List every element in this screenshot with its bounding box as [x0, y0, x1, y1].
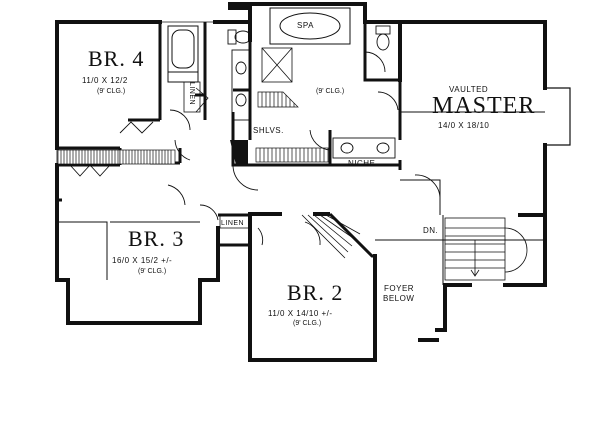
master-title: MASTER [432, 93, 536, 119]
master-bath-ceiling: (9' CLG.) [316, 88, 345, 95]
bath-shelves [255, 91, 331, 163]
toilets [227, 25, 391, 51]
shower [261, 47, 293, 83]
linen-hall-label: LINEN [221, 220, 245, 227]
br4-title: BR. 4 [88, 46, 145, 71]
niche-label: NICHE [348, 159, 376, 168]
solid-walls [228, 2, 248, 165]
br4-dimensions: 11/0 X 12/2 [82, 76, 128, 85]
stair-down-label: DN. [423, 226, 439, 235]
br2-dimensions: 11/0 X 14/10 +/- [268, 309, 333, 318]
foyer-below-label: BELOW [383, 294, 415, 303]
br2-ceiling: (9' CLG.) [293, 320, 322, 327]
vanity-sinks [231, 49, 396, 159]
master-dimensions: 14/0 X 18/10 [438, 121, 490, 130]
foyer-label: FOYER [384, 284, 415, 293]
spa-tub [269, 7, 351, 45]
door-swings [69, 51, 441, 246]
linen-top-label: LINEN [188, 81, 196, 106]
stair [301, 214, 528, 281]
br3-title: BR. 3 [128, 226, 185, 251]
br4-closet-shelf [57, 149, 176, 165]
br3-dimensions: 16/0 X 15/2 +/- [112, 256, 173, 265]
thin-lines [58, 111, 545, 285]
br4-ceiling: (9' CLG.) [97, 88, 126, 95]
master-vaulted-label: VAULTED [449, 85, 489, 94]
shelves-label: SHLVS. [253, 126, 284, 135]
bathtub [167, 25, 199, 83]
spa-label: SPA [297, 21, 314, 30]
br3-ceiling: (9' CLG.) [138, 268, 167, 275]
windows [56, 21, 571, 361]
br2-title: BR. 2 [287, 280, 344, 305]
linen-closet [183, 81, 251, 229]
